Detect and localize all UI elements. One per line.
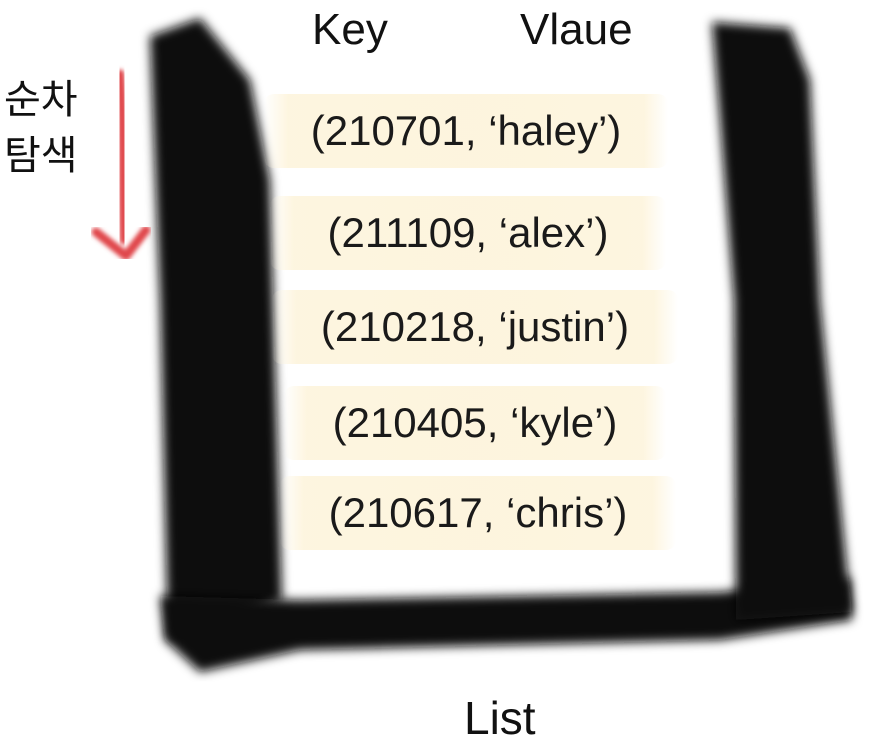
list-left-wall xyxy=(150,18,282,640)
list-container-shape xyxy=(150,18,852,672)
list-container-label: List xyxy=(464,692,536,744)
value-column-header: Vlaue xyxy=(520,5,633,54)
list-entry: (210701, ‘haley’) xyxy=(264,94,668,168)
key-column-header: Key xyxy=(312,5,388,54)
list-entry: (210617, ‘chris’) xyxy=(280,476,676,550)
sequential-search-label-line-1: 순차 xyxy=(4,77,78,123)
list-right-wall xyxy=(712,22,852,620)
search-direction-arrow xyxy=(91,69,151,261)
sequential-search-label-line-2: 탐색 xyxy=(4,133,78,179)
list-entry: (210218, ‘justin’) xyxy=(272,290,678,364)
list-entry: (210405, ‘kyle’) xyxy=(284,386,666,460)
list-entry: (211109, ‘alex’) xyxy=(270,196,666,270)
list-bottom-wall xyxy=(160,578,852,672)
